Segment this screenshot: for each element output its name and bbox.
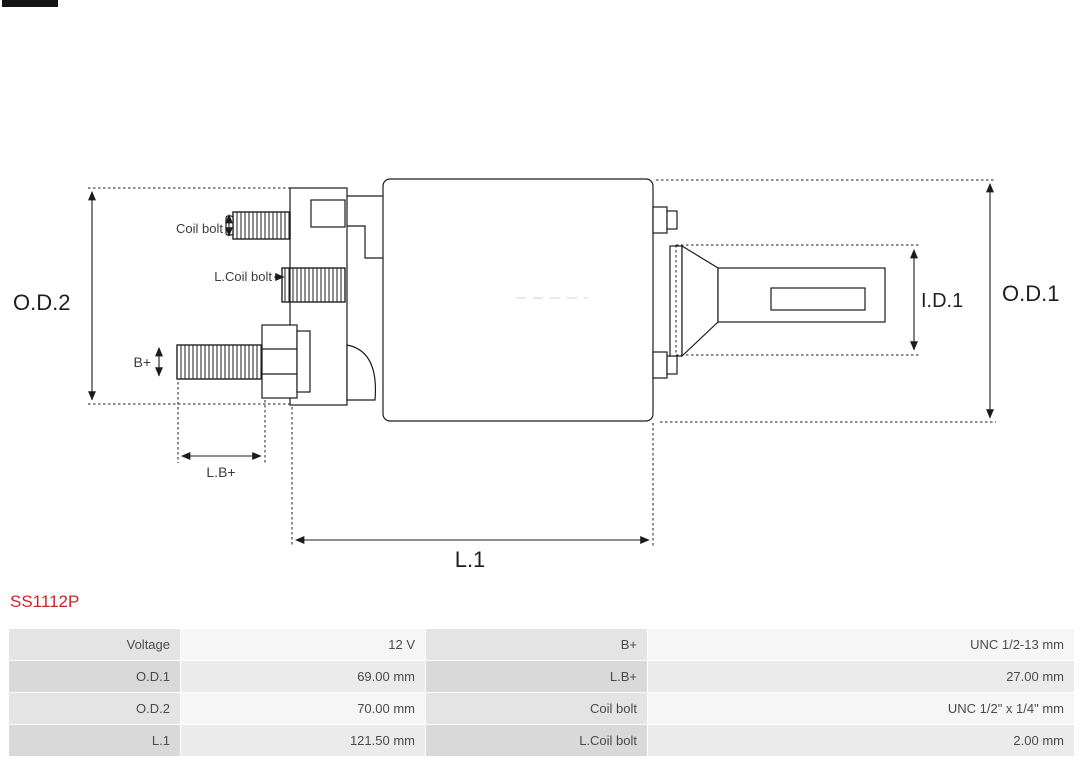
brand-mark	[2, 0, 58, 7]
coil-bolt-stud	[232, 211, 291, 240]
spec-label: Voltage	[9, 629, 180, 660]
bracket-step	[347, 195, 383, 259]
spec-value: 27.00 mm	[648, 661, 1074, 692]
terminal-tab-top	[652, 206, 668, 234]
spec-label: O.D.2	[9, 693, 180, 724]
spec-value: 69.00 mm	[181, 661, 425, 692]
label-od2: O.D.2	[13, 290, 70, 315]
spec-value: UNC 1/2" x 1/4" mm	[648, 693, 1074, 724]
table-row: L.1 121.50 mm L.Coil bolt 2.00 mm	[9, 725, 1074, 756]
label-coil-bolt: Coil bolt	[176, 221, 223, 236]
spec-label: L.B+	[426, 661, 647, 692]
spec-value: 70.00 mm	[181, 693, 425, 724]
spec-value: UNC 1/2-13 mm	[648, 629, 1074, 660]
table-row: O.D.1 69.00 mm L.B+ 27.00 mm	[9, 661, 1074, 692]
spec-label: B+	[426, 629, 647, 660]
solenoid-body	[382, 178, 654, 422]
dimension-lines	[88, 182, 994, 544]
plunger-shaft	[717, 267, 886, 323]
label-lb-plus: L.B+	[206, 464, 235, 480]
extension-lines	[88, 179, 996, 547]
b-plus-stud	[176, 344, 263, 380]
spec-value: 2.00 mm	[648, 725, 1074, 756]
bracket-notch	[310, 199, 346, 228]
dimension-labels: O.D.2 O.D.1 I.D.1 L.1 L.B+ Coil bolt L.C…	[13, 221, 1059, 572]
table-row: Voltage 12 V B+ UNC 1/2-13 mm	[9, 629, 1074, 660]
terminal-tab-bottom	[652, 351, 668, 379]
label-l1: L.1	[455, 547, 486, 572]
label-l-coil-bolt: L.Coil bolt	[214, 269, 272, 284]
spec-table: Voltage 12 V B+ UNC 1/2-13 mm O.D.1 69.0…	[8, 628, 1075, 757]
spec-label: L.1	[9, 725, 180, 756]
spec-label: L.Coil bolt	[426, 725, 647, 756]
b-plus-washer	[296, 330, 311, 393]
solenoid-drawing	[176, 178, 886, 422]
plunger-cone	[681, 244, 719, 358]
spec-value: 12 V	[181, 629, 425, 660]
solenoid-diagram: O.D.2 O.D.1 I.D.1 L.1 L.B+ Coil bolt L.C…	[13, 178, 1059, 572]
table-row: O.D.2 70.00 mm Coil bolt UNC 1/2" x 1/4"…	[9, 693, 1074, 724]
part-number: SS1112P	[10, 592, 80, 611]
spec-value: 121.50 mm	[181, 725, 425, 756]
coil-bolt-threads	[281, 267, 346, 303]
label-id1: I.D.1	[921, 290, 963, 312]
spec-label: O.D.1	[9, 661, 180, 692]
spec-label: Coil bolt	[426, 693, 647, 724]
plunger-slot	[770, 287, 866, 311]
bracket-curve	[346, 344, 377, 401]
label-od1: O.D.1	[1002, 281, 1059, 306]
b-plus-nut	[261, 324, 298, 399]
label-b-plus: B+	[133, 354, 151, 370]
